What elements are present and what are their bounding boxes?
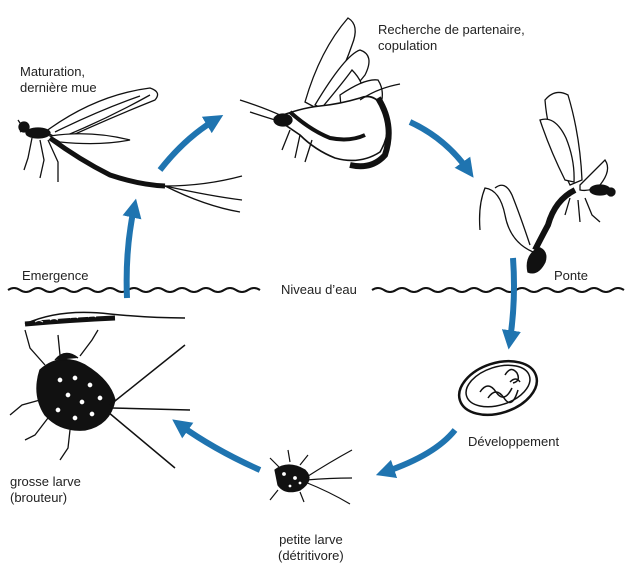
arrow-to-water xyxy=(510,258,514,340)
label-partner-search-copulation: Recherche de partenaire, copulation xyxy=(378,22,525,54)
label-large-larva: grosse larve (brouteur) xyxy=(10,474,81,506)
nymph-skin-icon xyxy=(25,312,185,324)
laying-female-icon xyxy=(480,92,615,272)
arrow-emergence xyxy=(127,208,134,298)
small-larva-icon xyxy=(270,450,352,504)
egg-icon xyxy=(452,352,544,424)
label-development: Développement xyxy=(468,434,559,450)
label-ponte: Ponte xyxy=(554,268,588,284)
mating-pair-icon xyxy=(240,18,400,166)
arrow-mating xyxy=(410,122,468,170)
large-larva-icon xyxy=(10,330,190,468)
arrow-small-to-large xyxy=(180,425,260,470)
adult-mayfly-icon xyxy=(18,88,242,212)
arrow-maturation xyxy=(160,120,215,170)
arrow-development xyxy=(385,430,455,472)
label-emergence: Emergence xyxy=(22,268,88,284)
label-water-level: Niveau d’eau xyxy=(278,282,360,298)
label-small-larva: petite larve (détritivore) xyxy=(278,532,344,564)
label-maturation: Maturation, dernière mue xyxy=(20,64,97,96)
